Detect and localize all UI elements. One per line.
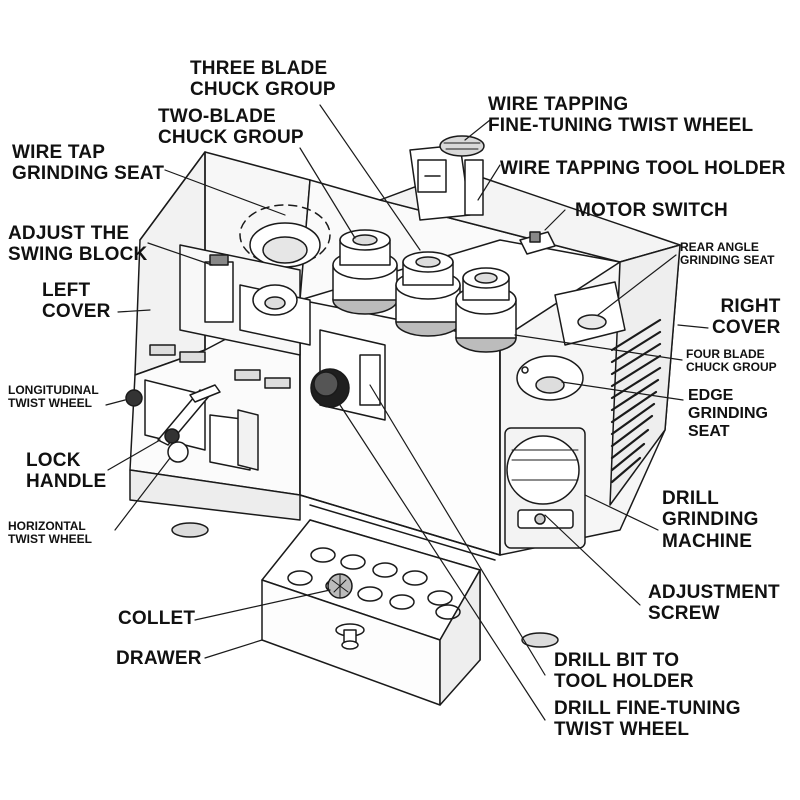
- callout-line: DRAWER: [116, 648, 202, 669]
- callout-line: TWO-BLADE: [158, 106, 276, 127]
- callout-line: MOTOR SWITCH: [575, 200, 728, 221]
- wire-tapping-holder-part: [409, 135, 485, 221]
- callout-line: LOCK: [26, 450, 81, 471]
- wire-tap-grinding-seat-part: [239, 204, 331, 268]
- callout-line: FOUR BLADE: [686, 347, 765, 361]
- callout-line: SEAT: [688, 422, 730, 440]
- drill-fine-tuning-twist-wheel-label: DRILL FINE-TUNING TWIST WHEEL: [554, 698, 741, 741]
- callout-line: LEFT: [42, 280, 91, 301]
- callout-line: MACHINE: [662, 530, 753, 552]
- callout-line: WIRE TAP: [12, 142, 106, 163]
- right-cover-vents: [610, 318, 662, 484]
- drill-bit-to-tool-holder-label: DRILL BIT TO TOOL HOLDER: [554, 650, 694, 693]
- horizontal-twist-wheel-label: HORIZONTAL TWIST WHEEL: [8, 519, 92, 547]
- callout-line: GRINDING: [662, 509, 759, 531]
- callout-line: HANDLE: [26, 471, 107, 493]
- callout-line: GRINDING: [688, 404, 768, 422]
- drill-grinding-machine-label: DRILL GRINDING MACHINE: [662, 488, 759, 552]
- wire-tap-grinding-seat-label: WIRE TAP GRINDING SEAT: [12, 142, 164, 185]
- callout-line: ADJUSTMENT: [648, 582, 780, 603]
- left-cover-label: LEFT COVER: [42, 280, 111, 323]
- drill-tool-holder-part: [310, 329, 386, 421]
- leader-lines: [105, 104, 709, 721]
- two-blade-chuck-group-label: TWO-BLADE CHUCK GROUP: [158, 106, 304, 149]
- callout-line: SWING BLOCK: [8, 244, 148, 266]
- left-cover-tabs: [149, 344, 291, 389]
- callout-line: TWIST WHEEL: [8, 532, 92, 547]
- lock-handle-part: [125, 379, 259, 471]
- callout-line: TOOL HOLDER: [554, 671, 694, 693]
- callout-line: TWIST WHEEL: [8, 396, 92, 411]
- rear-angle-grinding-seat-part: [554, 281, 626, 346]
- callout-line: CHUCK GROUP: [686, 360, 777, 375]
- callout-line: TWIST WHEEL: [554, 719, 690, 741]
- edge-grinding-seat-part: [516, 355, 584, 401]
- callout-line: DRILL FINE-TUNING: [554, 698, 741, 719]
- callout-line: THREE BLADE: [190, 58, 328, 79]
- motor-switch-part: [519, 231, 556, 255]
- three-blade-chuck: [395, 251, 461, 337]
- callout-line: COVER: [712, 317, 781, 339]
- callout-line: DRILL: [662, 488, 719, 509]
- callout-line: LONGITUDINAL: [8, 383, 99, 397]
- callout-line: EDGE: [688, 387, 734, 404]
- chuck-groups: [332, 229, 517, 353]
- three-blade-chuck-group-label: THREE BLADE CHUCK GROUP: [190, 58, 336, 101]
- callout-line: GRINDING SEAT: [680, 253, 775, 268]
- edge-grinding-seat-label: EDGE GRINDING SEAT: [688, 387, 768, 441]
- callout-line: COVER: [42, 301, 111, 323]
- machine-feet: [171, 522, 559, 648]
- wire-tapping-tool-holder-label: WIRE TAPPING TOOL HOLDER: [500, 158, 786, 179]
- drawer-part: [261, 519, 481, 706]
- four-blade-chuck-group-label: FOUR BLADE CHUCK GROUP: [686, 347, 777, 375]
- two-blade-chuck: [332, 229, 398, 315]
- longitudinal-twist-wheel-label: LONGITUDINAL TWIST WHEEL: [8, 383, 99, 411]
- right-cover-label: RIGHT COVER: [712, 296, 781, 339]
- callout-line: REAR ANGLE: [680, 240, 759, 254]
- rear-angle-grinding-seat-label: REAR ANGLE GRINDING SEAT: [680, 240, 775, 268]
- callout-line: WIRE TAPPING: [488, 94, 629, 115]
- motor-switch-label: MOTOR SWITCH: [575, 200, 728, 221]
- adjustment-screw-label: ADJUSTMENT SCREW: [648, 582, 780, 625]
- callout-line: SCREW: [648, 603, 720, 625]
- drawer-label: DRAWER: [116, 648, 202, 669]
- four-blade-chuck: [455, 267, 517, 353]
- callout-line: CHUCK GROUP: [190, 79, 336, 101]
- callout-line: WIRE TAPPING TOOL HOLDER: [500, 158, 786, 179]
- callout-line: HORIZONTAL: [8, 519, 86, 533]
- callout-line: RIGHT: [720, 296, 781, 317]
- callout-line: COLLET: [118, 608, 196, 629]
- adjust-swing-block-label: ADJUST THE SWING BLOCK: [8, 223, 147, 266]
- lock-handle-label: LOCK HANDLE: [26, 450, 106, 493]
- wire-tapping-fine-tuning-label: WIRE TAPPING FINE-TUNING TWIST WHEEL: [488, 94, 753, 137]
- callout-line: ADJUST THE: [8, 223, 130, 244]
- drill-grinding-seat-part: [504, 427, 586, 549]
- callout-line: GRINDING SEAT: [12, 163, 165, 185]
- callout-line: FINE-TUNING TWIST WHEEL: [488, 115, 754, 137]
- collet-label: COLLET: [118, 608, 195, 629]
- swing-block-part: [179, 244, 311, 356]
- callout-line: DRILL BIT TO: [554, 650, 680, 671]
- callout-line: CHUCK GROUP: [158, 127, 304, 149]
